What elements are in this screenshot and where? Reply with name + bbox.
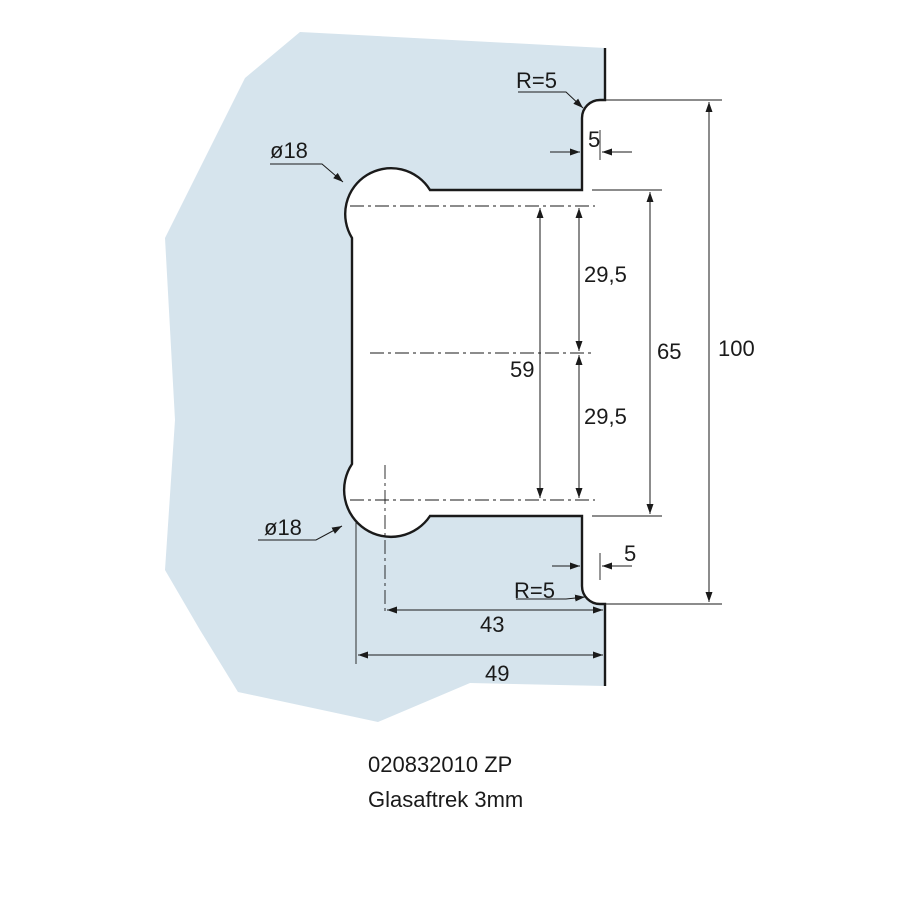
center-depth-label: 43 <box>480 612 504 637</box>
total-depth-label: 49 <box>485 661 509 686</box>
diameter-bottom-leader <box>258 525 343 541</box>
diameter-top-leader <box>270 163 344 183</box>
dimension-labels: R=5 5 ø18 29,5 65 100 59 29,5 ø18 5 R=5 … <box>264 68 755 686</box>
product-code: 020832010 ZP <box>368 752 513 777</box>
half-spacing-upper-label: 29,5 <box>584 262 627 287</box>
hole-spacing-label: 59 <box>510 357 534 382</box>
cutout-outline <box>342 48 607 686</box>
leader-lines <box>258 91 586 602</box>
diameter-top-label: ø18 <box>270 138 308 163</box>
offset-bottom-label: 5 <box>624 541 636 566</box>
dimension-lines <box>358 102 713 659</box>
diameter-bottom-label: ø18 <box>264 515 302 540</box>
total-height-label: 100 <box>718 336 755 361</box>
cutout-height-label: 65 <box>657 339 681 364</box>
product-description: Glasaftrek 3mm <box>368 787 524 812</box>
radius-bottom-label: R=5 <box>514 578 555 603</box>
glass-panel <box>165 32 605 722</box>
extension-lines <box>355 99 722 664</box>
center-lines <box>350 205 595 612</box>
radius-top-leader <box>518 91 584 109</box>
radius-top-label: R=5 <box>516 68 557 93</box>
half-spacing-lower-label: 29,5 <box>584 404 627 429</box>
radius-bottom-leader <box>516 594 586 602</box>
offset-top-label: 5 <box>588 127 600 152</box>
